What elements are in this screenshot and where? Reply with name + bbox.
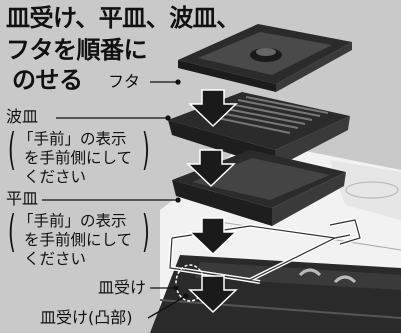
- wave-note-line-1: 「手前」の表示: [18, 130, 127, 148]
- flat-note-open-paren: (: [8, 206, 16, 257]
- title-line-3: のせる: [12, 66, 83, 94]
- wave-note-line-3: ください: [24, 168, 87, 186]
- lid-label: フタ: [108, 72, 141, 91]
- arrow-3: [188, 217, 238, 256]
- wave-note-open-paren: (: [8, 124, 16, 175]
- wave-note-close-paren: ): [142, 124, 150, 175]
- flat-note-line-2: を手前側にして: [24, 231, 133, 249]
- down-arrows: [186, 89, 238, 314]
- arrow-4: [188, 275, 238, 314]
- plate-holder-convex-label: 皿受け(凸部): [40, 308, 133, 327]
- wave-note-line-2: を手前側にして: [24, 149, 133, 167]
- arrow-2: [186, 149, 236, 188]
- flat-note-line-1: 「手前」の表示: [18, 212, 127, 230]
- flat-note-line-3: ください: [24, 250, 87, 268]
- leader-lines: [42, 79, 189, 319]
- flat-plate-label: 平皿: [6, 189, 39, 208]
- wave-plate-label: 波皿: [6, 107, 39, 126]
- title-line-2: フタを順番に: [6, 36, 148, 64]
- oven-hooks: [298, 268, 357, 284]
- arrow-1: [188, 89, 238, 128]
- lid-shape: [178, 24, 352, 92]
- plate-holder-label: 皿受け: [98, 278, 147, 297]
- flat-note-close-paren: ): [142, 206, 150, 257]
- title-line-1: 皿受け、平皿、波皿、: [6, 4, 240, 32]
